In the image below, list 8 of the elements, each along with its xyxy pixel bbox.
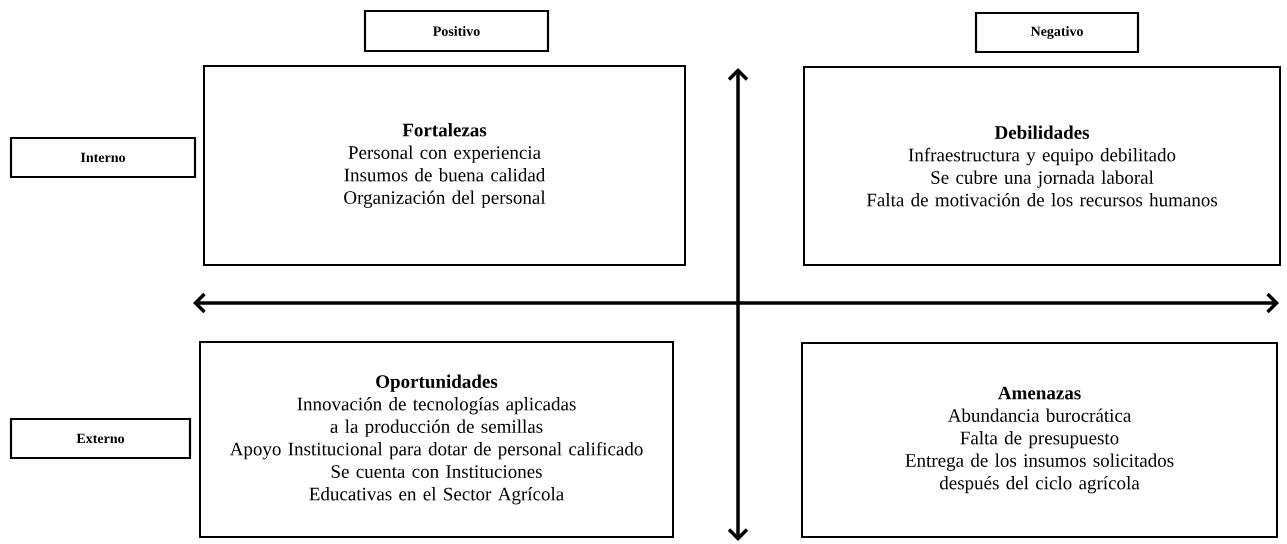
quadrant-box: Debilidades Infraestructura y equipo debilitado Se cubre una jornada laboral Falta de motivación de los recursos humanos <box>803 66 1281 266</box>
quadrant-box: Fortalezas Personal con experiencia Insumos de buena calidad Organización del personal <box>203 65 686 266</box>
header-box: Interno <box>9 136 197 179</box>
quadrant-box: Oportunidades Innovación de tecnologías aplicadas a la producción de semillas Apoyo Institucional para dotar de personal calificado Se cuenta con Instituciones Educativas en el Sector Agrícola <box>199 341 674 538</box>
quadrant-box: Amenazas Abundancia burocrática Falta de presupuesto Entrega de los insumos solicitados después del ciclo agrícola <box>801 342 1278 538</box>
header-box: Negativo <box>974 11 1140 54</box>
header-box: Positivo <box>363 9 550 53</box>
header-box: Externo <box>9 417 192 460</box>
